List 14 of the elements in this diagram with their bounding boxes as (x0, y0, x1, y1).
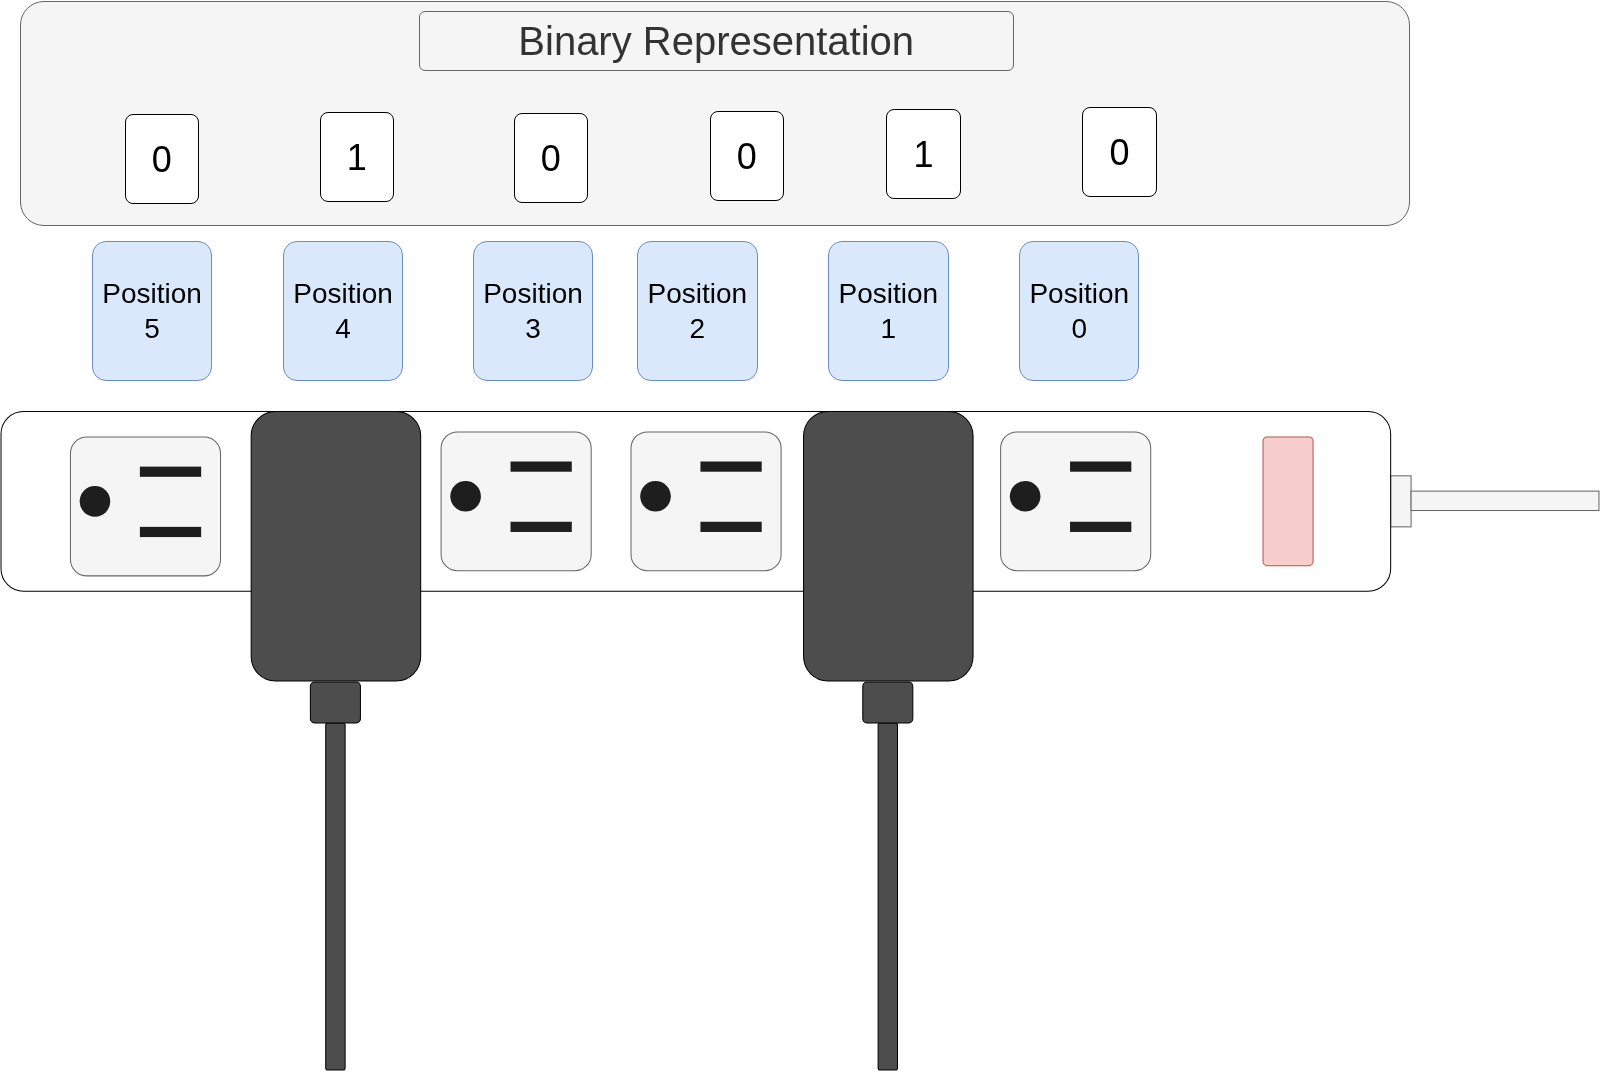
bit-box: 1 (886, 109, 961, 200)
title-box: Binary Representation (418, 11, 1014, 72)
position-box: Position 0 (1019, 240, 1140, 381)
position-box: Position 2 (637, 240, 758, 381)
bit-box: 0 (709, 111, 785, 202)
panel (20, 1, 1411, 226)
bit-box: 0 (1082, 107, 1157, 197)
position-box: Position 1 (828, 240, 949, 381)
position-box: Position 5 (91, 240, 213, 381)
bit-box: 1 (319, 112, 395, 203)
bit-box: 0 (124, 114, 200, 205)
bit-box: 0 (513, 113, 589, 204)
position-box: Position 3 (472, 240, 594, 381)
position-box: Position 4 (282, 240, 404, 381)
